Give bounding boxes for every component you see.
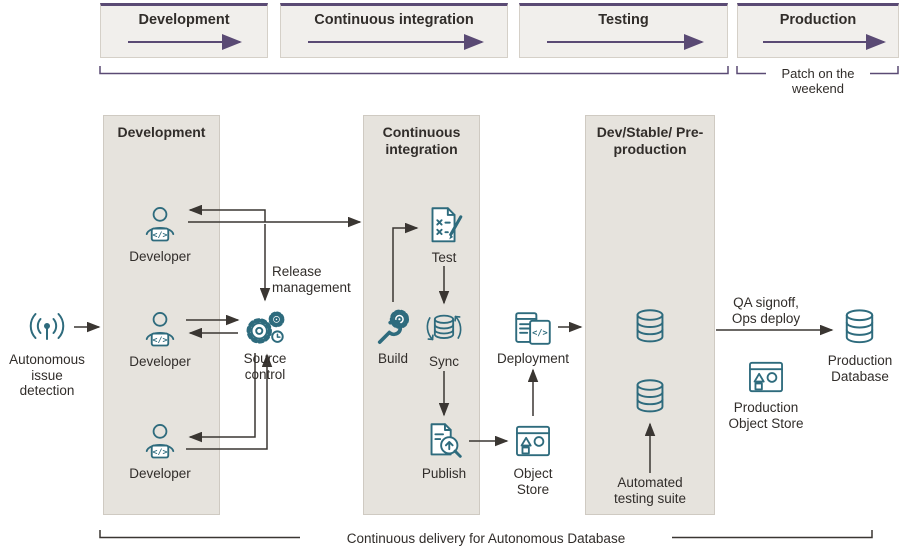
phase-box-continuous-integration: Continuous integration	[280, 3, 508, 58]
column-devstable-title: Dev/Stable/ Pre-production	[596, 124, 704, 157]
publish-label: Publish	[421, 466, 467, 481]
build-icon	[377, 309, 410, 344]
developer1-label: Developer	[129, 249, 191, 264]
developer3-icon: </>	[145, 424, 175, 459]
devstable-database1-icon	[636, 309, 664, 343]
phase-box-production: Production	[737, 3, 899, 58]
phase-label-ci: Continuous integration	[314, 12, 474, 28]
phase-label-testing: Testing	[598, 12, 649, 28]
bracket-dev-to-testing	[99, 66, 729, 75]
phase-box-development: Development	[100, 3, 268, 58]
phase-label-development: Development	[138, 12, 230, 28]
production-database-label: Production Database	[827, 353, 893, 384]
svg-text:</>: </>	[532, 329, 548, 339]
test-icon	[431, 207, 463, 243]
autonomous-issue-detection-label: Autonomous issue detection	[9, 352, 85, 399]
qa-signoff-label: QA signoff, Ops deploy	[731, 295, 801, 326]
object-store-icon	[516, 425, 550, 457]
production-object-store-label: Production Object Store	[728, 400, 804, 431]
patch-on-weekend-note: Patch on the weekend	[766, 66, 870, 97]
production-object-store-icon	[749, 361, 783, 393]
source-control-label: Source control	[243, 351, 287, 382]
autonomous-issue-detection-icon	[29, 313, 65, 340]
automated-testing-suite-label: Automated testing suite	[613, 475, 687, 506]
release-management-label: Release management	[272, 264, 351, 295]
deployment-icon: </>	[515, 312, 551, 345]
build-label: Build	[377, 351, 409, 366]
phase-label-production: Production	[779, 12, 857, 28]
sync-label: Sync	[428, 354, 459, 369]
svg-text:</>: </>	[153, 229, 168, 239]
phase-box-testing: Testing	[519, 3, 728, 58]
publish-icon	[430, 423, 462, 458]
svg-text:</>: </>	[153, 334, 168, 344]
svg-text:</>: </>	[153, 446, 168, 456]
developer2-label: Developer	[129, 354, 191, 369]
developer3-label: Developer	[129, 466, 191, 481]
developer2-icon: </>	[145, 312, 175, 347]
production-database-icon	[845, 309, 874, 344]
devstable-database2-icon	[636, 379, 664, 413]
column-ci-title: Continuous integration	[382, 124, 461, 157]
sync-icon	[426, 314, 462, 341]
test-label: Test	[431, 250, 457, 265]
developer1-icon: </>	[145, 207, 175, 242]
deployment-label: Deployment	[496, 351, 570, 366]
source-control-icon	[246, 311, 285, 344]
column-continuous-integration: Continuous integration	[363, 115, 480, 515]
object-store-label: Object Store	[513, 466, 553, 497]
column-development-title: Development	[117, 124, 206, 140]
continuous-delivery-note: Continuous delivery for Autonomous Datab…	[300, 531, 672, 547]
